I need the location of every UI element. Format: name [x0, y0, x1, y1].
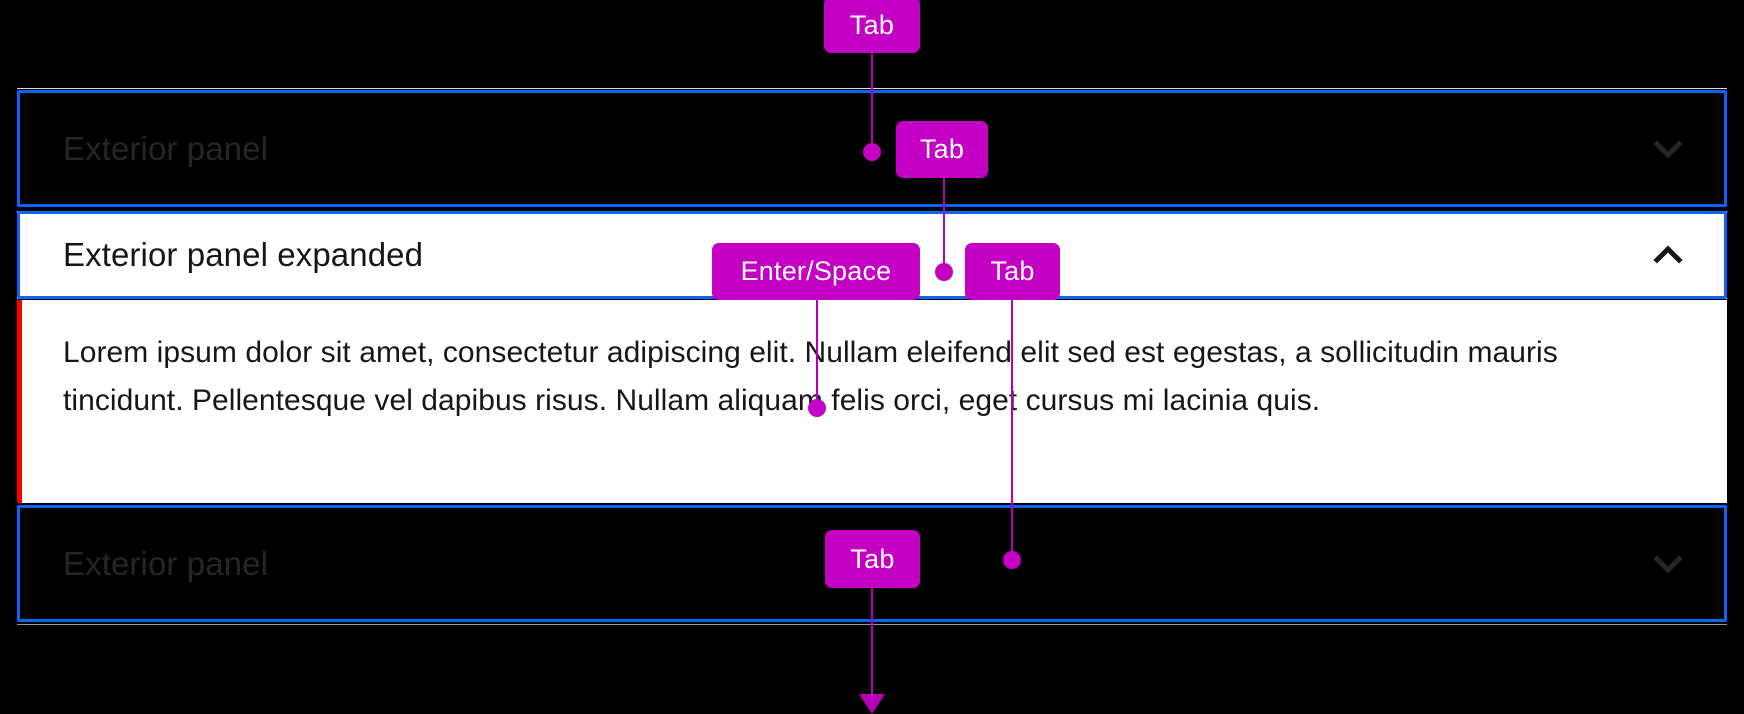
panel-2-body-text: Lorem ipsum dolor sit amet, consectetur …	[63, 336, 1558, 417]
key-hint-tab-4: Tab	[825, 530, 920, 588]
key-hint-enter-space: Enter/Space	[712, 243, 920, 300]
panel-3-title: Exterior panel	[63, 544, 269, 582]
connector-arrow-tab-4	[859, 694, 885, 714]
connector-dot-enter-space	[808, 399, 826, 417]
connector-dot-tab-2	[935, 263, 953, 281]
error-accent-bar	[17, 300, 22, 503]
chevron-down-icon	[1649, 130, 1687, 168]
left-gutter	[0, 207, 17, 507]
connector-dot-tab-1	[863, 143, 881, 161]
chevron-down-icon	[1649, 545, 1687, 583]
connector-tab-2	[943, 178, 945, 269]
connector-tab-4	[871, 588, 873, 698]
key-hint-tab-1: Tab	[824, 0, 920, 53]
chevron-up-icon	[1649, 236, 1687, 274]
connector-dot-tab-3	[1003, 551, 1021, 569]
connector-tab-1	[871, 53, 873, 149]
key-hint-tab-2: Tab	[896, 121, 988, 178]
panel-2-title: Exterior panel expanded	[63, 236, 424, 273]
accordion-panel-2-body: Lorem ipsum dolor sit amet, consectetur …	[17, 300, 1727, 503]
panel-1-title: Exterior panel	[63, 129, 269, 167]
connector-tab-3	[1011, 300, 1013, 552]
connector-enter-space	[816, 300, 818, 405]
key-hint-tab-3: Tab	[965, 243, 1060, 300]
